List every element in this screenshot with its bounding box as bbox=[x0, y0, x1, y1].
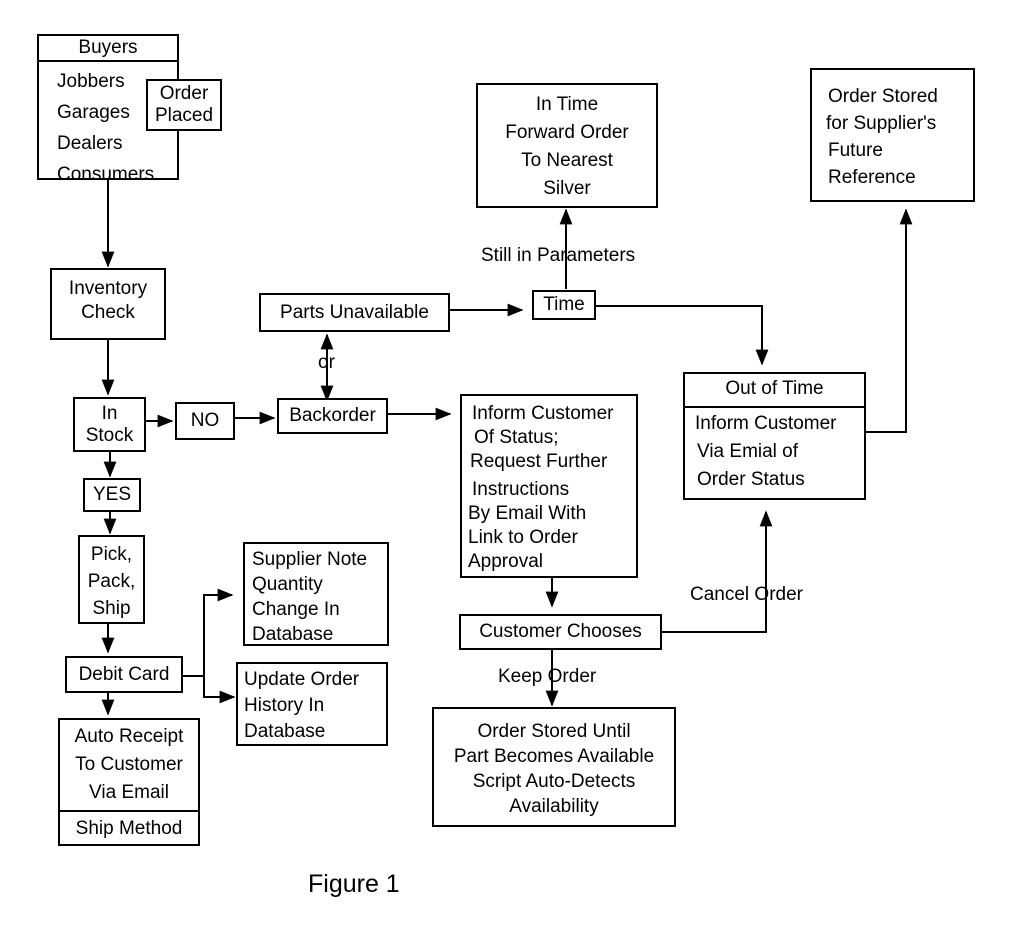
auto-receipt-box: Auto Receipt To Customer Via Email Ship … bbox=[58, 718, 200, 846]
inform-customer-line: Link to Order bbox=[468, 526, 636, 550]
order-placed-box: Order Placed bbox=[146, 79, 222, 131]
inform-customer-line: Inform Customer bbox=[472, 402, 636, 426]
yes-box: YES bbox=[83, 478, 141, 512]
buyer-item: Consumers bbox=[57, 159, 177, 190]
order-stored-until-line: Availability bbox=[434, 794, 674, 819]
customer-chooses-label: Customer Chooses bbox=[479, 621, 642, 642]
backorder-box: Backorder bbox=[277, 398, 388, 434]
time-box: Time bbox=[532, 290, 596, 320]
order-stored-until-line: Part Becomes Available bbox=[434, 744, 674, 769]
order-stored-supplier-line: Order Stored bbox=[828, 83, 973, 110]
or-label: or bbox=[318, 352, 335, 374]
in-time-line: In Time bbox=[478, 91, 656, 119]
arrow-cancel-order bbox=[662, 512, 766, 632]
buyers-title: Buyers bbox=[39, 36, 177, 62]
debit-card-label: Debit Card bbox=[79, 664, 170, 685]
still-in-parameters-label: Still in Parameters bbox=[481, 245, 635, 267]
in-time-line: Forward Order bbox=[478, 119, 656, 147]
supplier-note-box: Supplier Note Quantity Change In Databas… bbox=[243, 542, 389, 646]
out-of-time-line: Inform Customer bbox=[695, 410, 864, 438]
inventory-check-line: Inventory bbox=[52, 277, 164, 301]
supplier-note-line: Database bbox=[252, 622, 387, 647]
supplier-note-line: Supplier Note bbox=[252, 547, 387, 572]
inventory-check-box: Inventory Check bbox=[50, 268, 166, 340]
buyer-item: Dealers bbox=[57, 128, 177, 159]
inform-customer-line: Instructions bbox=[472, 474, 636, 502]
parts-unavailable-box: Parts Unavailable bbox=[259, 293, 450, 332]
supplier-note-line: Quantity bbox=[252, 572, 387, 597]
update-order-line: Update Order bbox=[244, 667, 386, 693]
order-placed-line: Order bbox=[148, 83, 220, 105]
no-box: NO bbox=[175, 402, 235, 440]
inform-customer-line: By Email With bbox=[468, 502, 636, 526]
arrow-debit-to-update bbox=[204, 676, 234, 697]
yes-label: YES bbox=[93, 484, 131, 505]
no-label: NO bbox=[191, 410, 220, 431]
out-of-time-box: Out of Time Inform Customer Via Emial of… bbox=[683, 372, 866, 500]
customer-chooses-box: Customer Chooses bbox=[459, 614, 662, 650]
debit-card-box: Debit Card bbox=[65, 656, 183, 693]
out-of-time-title: Out of Time bbox=[685, 374, 864, 408]
inventory-check-line: Check bbox=[52, 301, 164, 325]
backorder-label: Backorder bbox=[289, 405, 376, 426]
in-time-line: To Nearest bbox=[478, 147, 656, 175]
order-stored-supplier-line: for Supplier's bbox=[826, 110, 973, 137]
time-label: Time bbox=[543, 294, 585, 315]
in-time-line: Silver bbox=[478, 175, 656, 203]
inform-customer-line: Of Status; bbox=[472, 426, 636, 450]
order-stored-supplier-line: Reference bbox=[828, 164, 973, 191]
parts-unavailable-label: Parts Unavailable bbox=[280, 302, 429, 323]
inform-customer-line: Approval bbox=[468, 550, 636, 574]
auto-receipt-line: To Customer bbox=[60, 751, 198, 779]
supplier-note-line: Change In bbox=[252, 597, 387, 622]
order-stored-supplier-line: Future bbox=[828, 137, 973, 164]
out-of-time-line: Via Emial of bbox=[695, 438, 864, 466]
arrow-time-to-outoftime bbox=[596, 306, 762, 364]
update-order-line: Database bbox=[244, 719, 386, 745]
arrow-outoftime-to-stored bbox=[866, 210, 906, 432]
inform-customer-box: Inform Customer Of Status; Request Furth… bbox=[460, 394, 638, 578]
auto-receipt-line: Via Email bbox=[60, 779, 198, 807]
inform-customer-line: Request Further bbox=[470, 450, 636, 474]
update-order-line: History In bbox=[244, 693, 386, 719]
pick-pack-ship-line: Pick, bbox=[80, 541, 143, 568]
update-order-box: Update Order History In Database bbox=[236, 662, 388, 746]
arrow-debit-to-supplier bbox=[183, 595, 232, 676]
order-stored-until-box: Order Stored Until Part Becomes Availabl… bbox=[432, 707, 676, 827]
order-placed-line: Placed bbox=[148, 105, 220, 127]
pick-pack-ship-box: Pick, Pack, Ship bbox=[78, 535, 145, 624]
pick-pack-ship-line: Ship bbox=[80, 595, 143, 622]
order-stored-until-line: Script Auto-Detects bbox=[434, 769, 674, 794]
auto-receipt-line: Auto Receipt bbox=[60, 723, 198, 751]
out-of-time-line: Order Status bbox=[695, 466, 864, 494]
in-stock-box: In Stock bbox=[73, 397, 146, 452]
in-stock-line: Stock bbox=[75, 425, 144, 447]
in-stock-line: In bbox=[75, 403, 144, 425]
in-time-box: In Time Forward Order To Nearest Silver bbox=[476, 83, 658, 208]
order-stored-supplier-box: Order Stored for Supplier's Future Refer… bbox=[810, 68, 975, 202]
ship-method-label: Ship Method bbox=[60, 812, 198, 846]
pick-pack-ship-line: Pack, bbox=[80, 568, 143, 595]
keep-order-label: Keep Order bbox=[498, 666, 596, 688]
cancel-order-label: Cancel Order bbox=[690, 584, 803, 606]
order-stored-until-line: Order Stored Until bbox=[434, 719, 674, 744]
figure-caption: Figure 1 bbox=[308, 870, 400, 899]
